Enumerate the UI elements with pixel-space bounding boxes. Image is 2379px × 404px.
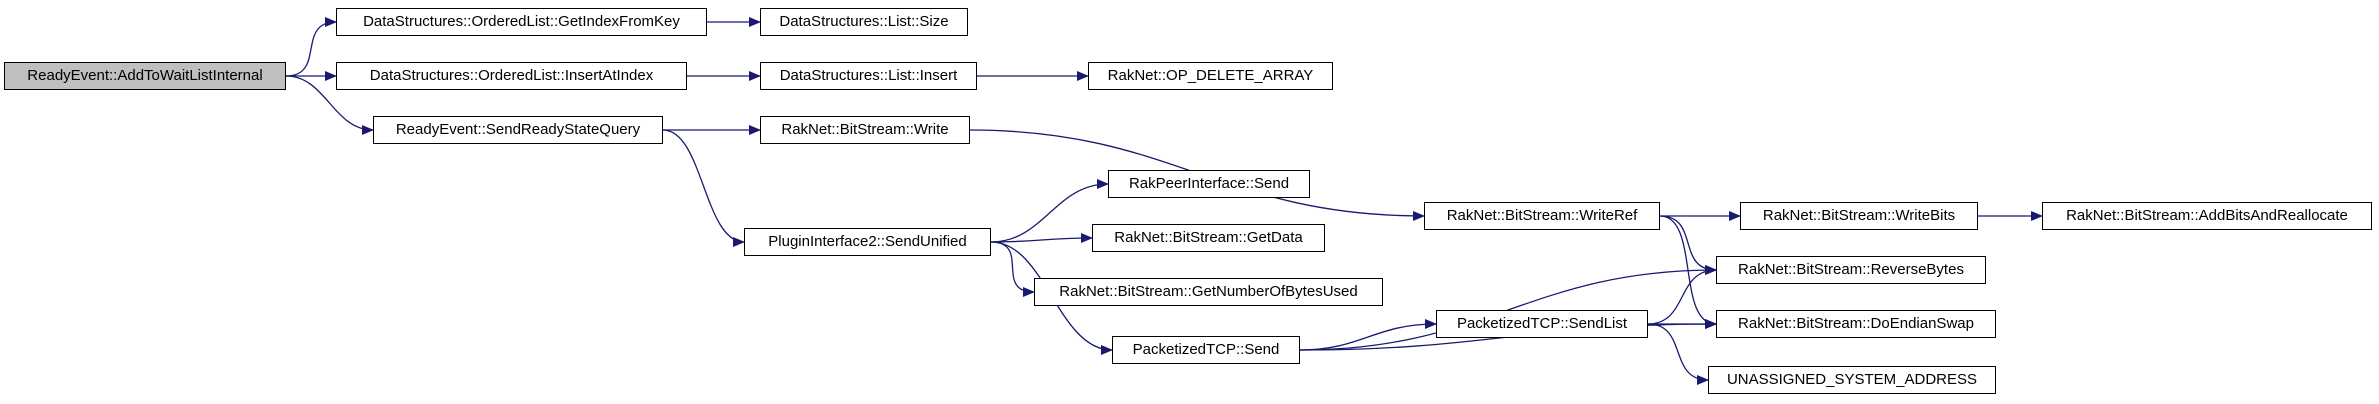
edge-n15-to-n16 [1299, 319, 1437, 351]
node-bitstream-getdata[interactable]: RakNet::BitStream::GetData [1092, 224, 1325, 252]
node-packetizedtcp-send[interactable]: PacketizedTCP::Send [1112, 336, 1300, 364]
edge-n16-to-n17 [1647, 265, 1717, 325]
node-orderedlist-insertatindex[interactable]: DataStructures::OrderedList::InsertAtInd… [336, 62, 687, 90]
node-list-insert[interactable]: DataStructures::List::Insert [760, 62, 977, 90]
node-packetizedtcp-sendlist[interactable]: PacketizedTCP::SendList [1436, 310, 1648, 338]
node-readyevent-sendreadystatequery[interactable]: ReadyEvent::SendReadyStateQuery [373, 116, 663, 144]
node-bitstream-doendianswap[interactable]: RakNet::BitStream::DoEndianSwap [1716, 310, 1996, 338]
node-bitstream-write[interactable]: RakNet::BitStream::Write [760, 116, 970, 144]
node-bitstream-getnumberofbytesused[interactable]: RakNet::BitStream::GetNumberOfBytesUsed [1034, 278, 1383, 306]
edge-n8-to-n17 [1659, 215, 1717, 275]
node-op-delete-array[interactable]: RakNet::OP_DELETE_ARRAY [1088, 62, 1333, 90]
edge-n11-to-n12 [990, 179, 1109, 243]
node-bitstream-addbitsandreallocate[interactable]: RakNet::BitStream::AddBitsAndReallocate [2042, 202, 2372, 230]
node-unassigned-system-address[interactable]: UNASSIGNED_SYSTEM_ADDRESS [1708, 366, 1996, 394]
node-plugininterface2-sendunified[interactable]: PluginInterface2::SendUnified [744, 228, 991, 256]
node-orderedlist-getindexfromkey[interactable]: DataStructures::OrderedList::GetIndexFro… [336, 8, 707, 36]
node-rakpeerinterface-send[interactable]: RakPeerInterface::Send [1108, 170, 1310, 198]
node-list-size[interactable]: DataStructures::List::Size [760, 8, 968, 36]
edge-n0-to-n1 [285, 17, 337, 77]
edge-n11-to-n13 [990, 233, 1093, 244]
edge-n6-to-n11 [662, 129, 745, 247]
edge-n0-to-n6 [285, 75, 374, 135]
node-bitstream-writeref[interactable]: RakNet::BitStream::WriteRef [1424, 202, 1660, 230]
node-bitstream-reversebytes[interactable]: RakNet::BitStream::ReverseBytes [1716, 256, 1986, 284]
node-bitstream-writebits[interactable]: RakNet::BitStream::WriteBits [1740, 202, 1978, 230]
edge-n11-to-n14 [990, 241, 1035, 297]
node-readyevent-addtowaitlistinternal[interactable]: ReadyEvent::AddToWaitListInternal [4, 62, 286, 90]
edge-n16-to-n19 [1647, 323, 1709, 385]
